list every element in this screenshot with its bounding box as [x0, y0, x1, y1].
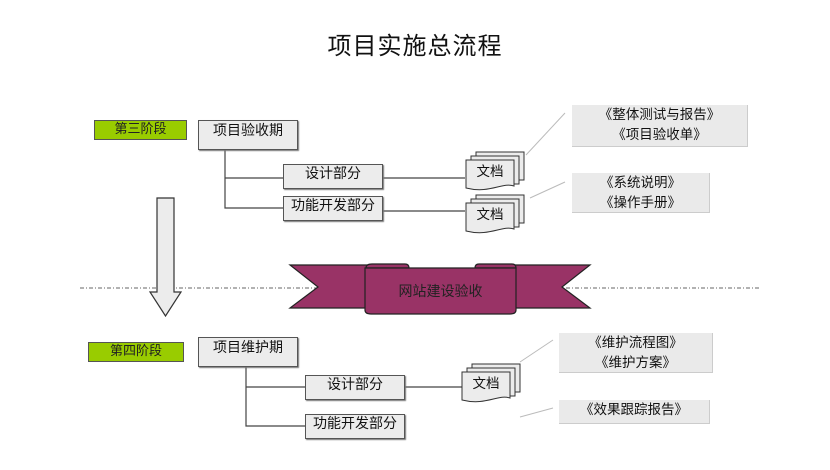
phase3-note-leaders	[525, 112, 566, 199]
branch-box-function-dev: 功能开发部分	[283, 196, 383, 221]
branch-box-function-dev: 功能开发部分	[305, 414, 405, 439]
branch-box-design: 设计部分	[305, 375, 405, 400]
document-stack-icon	[461, 363, 521, 403]
down-arrow-icon	[148, 197, 183, 318]
note-manual-docs: 《系统说明》 《操作手册》	[572, 173, 710, 213]
note-line: 《维护流程图》	[588, 335, 683, 351]
branch-box-design: 设计部分	[283, 164, 383, 189]
document-label: 文档	[476, 164, 504, 180]
note-line: 《操作手册》	[600, 195, 681, 211]
note-line: 《效果跟踪报告》	[580, 402, 688, 418]
page-title: 项目实施总流程	[327, 32, 503, 60]
phase3-connectors	[224, 150, 465, 212]
phase4-note-leaders	[519, 339, 554, 418]
note-line: 《系统说明》	[600, 175, 681, 191]
period-box-maintenance: 项目维护期	[198, 337, 298, 367]
document-label: 文档	[476, 207, 504, 223]
note-tracking-report: 《效果跟踪报告》	[559, 400, 710, 424]
ribbon-banner-icon	[288, 263, 592, 315]
document-stack-icon	[465, 151, 525, 191]
stage-label-phase3: 第三阶段	[94, 120, 187, 140]
note-line: 《项目验收单》	[612, 127, 707, 143]
note-line: 《整体测试与报告》	[598, 107, 721, 123]
period-box-acceptance: 项目验收期	[198, 120, 298, 150]
banner-label: 网站建设验收	[398, 284, 483, 300]
phase4-connectors	[245, 366, 462, 427]
note-acceptance-docs: 《整体测试与报告》 《项目验收单》	[572, 105, 748, 147]
stage-label-phase4: 第四阶段	[88, 342, 184, 362]
document-label: 文档	[472, 376, 500, 392]
note-line: 《维护方案》	[595, 355, 676, 371]
note-maintenance-docs: 《维护流程图》 《维护方案》	[559, 333, 713, 373]
document-stack-icon	[465, 194, 525, 234]
